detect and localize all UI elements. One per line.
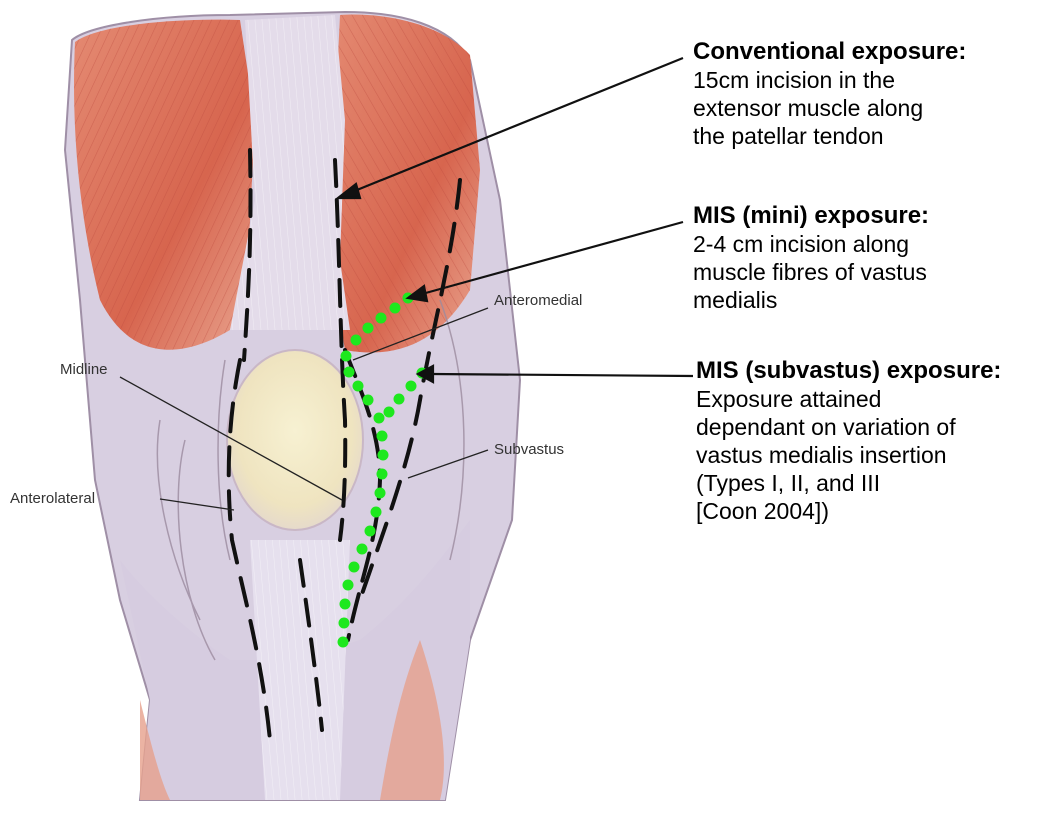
callout-conventional: Conventional exposure: 15cm incision in … [693, 38, 1023, 150]
label-midline: Midline [60, 361, 108, 378]
callout-conventional-text: 15cm incision in the extensor muscle alo… [693, 66, 1023, 150]
callout-mis-mini-text: 2-4 cm incision along muscle fibres of v… [693, 230, 1023, 314]
callout-mis-mini-title: MIS (mini) exposure: [693, 202, 1023, 230]
callout-mis-subvastus-text: Exposure attained dependant on variation… [696, 385, 1041, 525]
label-anteromedial: Anteromedial [494, 292, 582, 309]
label-anterolateral: Anterolateral [10, 490, 95, 507]
label-subvastus: Subvastus [494, 441, 564, 458]
callout-conventional-title: Conventional exposure: [693, 38, 1023, 66]
callout-mis-subvastus-title: MIS (subvastus) exposure: [696, 357, 1041, 385]
callout-mis-subvastus: MIS (subvastus) exposure: Exposure attai… [696, 357, 1041, 525]
callout-mis-mini: MIS (mini) exposure: 2-4 cm incision alo… [693, 202, 1023, 314]
